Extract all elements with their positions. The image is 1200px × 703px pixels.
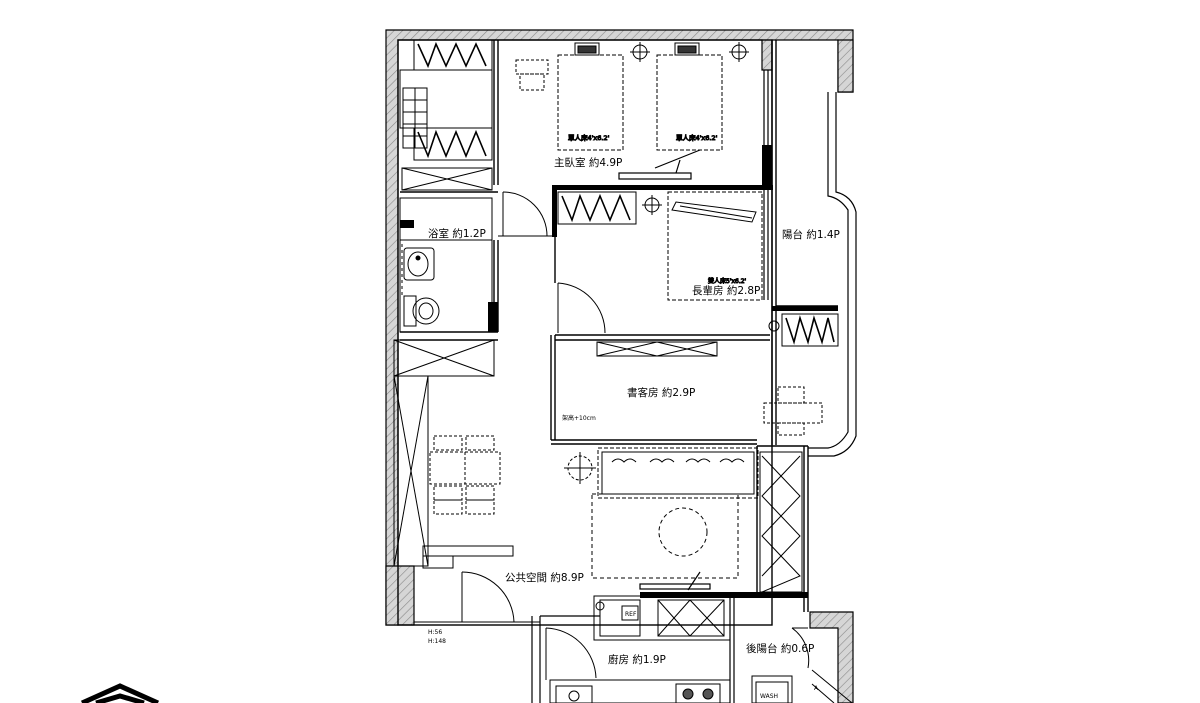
double-bed-label: 雙人床5'x6.2' bbox=[708, 277, 747, 285]
master-bedroom-label: 主臥室 約4.9P bbox=[554, 156, 622, 169]
public-space-label: 公共空間 約8.9P bbox=[505, 571, 584, 584]
sofa bbox=[564, 447, 759, 499]
washer-label: WASH bbox=[760, 693, 778, 700]
svg-text:A: A bbox=[814, 685, 819, 692]
wardrobe-balcony bbox=[781, 313, 839, 347]
single-bed-2: 單人床4'x6.2' bbox=[656, 42, 723, 151]
tv-living bbox=[639, 571, 711, 591]
raised-floor-label: 架高+10cm bbox=[562, 414, 596, 422]
washer bbox=[751, 675, 793, 703]
kitchen-appliances bbox=[549, 679, 731, 703]
desk-chair-master bbox=[515, 59, 549, 91]
wardrobe-elder bbox=[557, 191, 637, 225]
solid-walls bbox=[400, 145, 838, 598]
wardrobe-master bbox=[399, 39, 493, 161]
elder-room-label: 長輩房 約2.8P bbox=[692, 284, 760, 297]
tall-cabinet-right bbox=[759, 451, 803, 593]
single-bed-1-label: 單人床4'x6.2' bbox=[568, 133, 610, 142]
single-bed-1: 單人床4'x6.2' bbox=[557, 42, 624, 151]
logo-icon bbox=[80, 683, 160, 703]
dining-table bbox=[429, 435, 501, 515]
height-note-1: H:56 bbox=[428, 629, 442, 636]
double-bed: 雙人床5'x6.2' bbox=[667, 191, 763, 301]
rug-coffee-table bbox=[591, 493, 739, 579]
tv-master bbox=[618, 149, 701, 180]
kitchen-label: 廚房 約1.9P bbox=[608, 653, 666, 666]
nightstand-lamps bbox=[630, 42, 780, 332]
single-bed-2-label: 單人床4'x6.2' bbox=[676, 133, 718, 142]
stair-hatch: A bbox=[811, 669, 853, 703]
rear-balcony-door bbox=[791, 627, 810, 669]
study-desk-chairs bbox=[763, 386, 823, 436]
bathroom-door bbox=[498, 191, 552, 237]
study-room-label: 書客房 約2.9P bbox=[627, 386, 695, 399]
elder-room-door bbox=[557, 282, 606, 334]
height-note-2: H:148 bbox=[428, 638, 446, 645]
balcony-railing bbox=[763, 70, 857, 457]
kitchen-door bbox=[545, 627, 597, 680]
tall-cabinet-left bbox=[393, 339, 514, 569]
bathroom-fixtures bbox=[399, 197, 493, 333]
fridge-label: REF bbox=[625, 611, 637, 618]
bathroom-label: 浴室 約1.2P bbox=[428, 227, 486, 240]
balcony-label: 陽台 約1.4P bbox=[782, 228, 840, 241]
rear-balcony-label: 後陽台 約0.6P bbox=[746, 642, 814, 655]
kitchen-counter bbox=[593, 595, 731, 641]
entrance-door bbox=[414, 571, 540, 623]
study-cabinets bbox=[596, 341, 718, 357]
storage-cabinet bbox=[401, 167, 493, 191]
kitchen-walls bbox=[531, 598, 735, 703]
